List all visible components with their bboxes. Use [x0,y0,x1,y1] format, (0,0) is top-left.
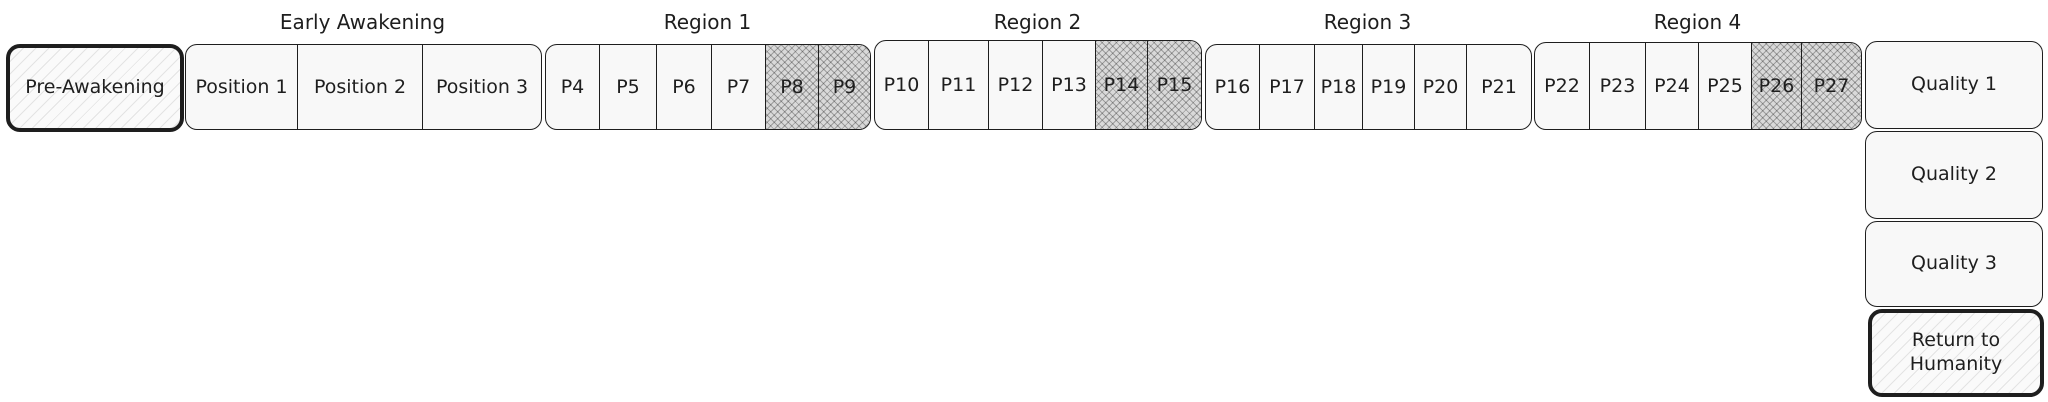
region2-label: Region 2 [993,10,1082,34]
p22-cell: P22 [1544,75,1580,97]
region4-label: Region 4 [1653,10,1742,34]
p10-cell: P10 [883,74,920,96]
p25-cell: P25 [1698,43,1751,129]
region3-row: P16 P17 P18 P19 P20 P21 [1205,44,1532,130]
quality-1-box: Quality 1 [1865,41,2043,129]
quality-3-label: Quality 3 [1910,252,1998,275]
early-awakening-label: Early Awakening [279,10,446,34]
p27-cell: P27 [1801,43,1861,129]
position-3-cell: Position 3 [422,45,541,129]
p18-cell: P18 [1314,45,1362,129]
p5-cell: P5 [599,45,656,129]
p11-cell: P11 [928,41,988,129]
p9-cell: P9 [818,45,870,129]
p14-cell: P14 [1095,41,1147,129]
p20-cell: P20 [1414,45,1466,129]
p12-cell: P12 [988,41,1042,129]
return-to-humanity-box: Return to Humanity [1868,309,2044,397]
p15-cell: P15 [1147,41,1201,129]
quality-1-label: Quality 1 [1910,73,1998,96]
p8-cell: P8 [765,45,818,129]
region3-label: Region 3 [1323,10,1412,34]
p21-cell: P21 [1466,45,1531,129]
p16-cell: P16 [1214,76,1251,98]
early-awakening-row: Position 1 Position 2 Position 3 [185,44,542,130]
return-to-humanity-label: Return to Humanity [1909,329,2003,375]
p26-cell: P26 [1751,43,1801,129]
region1-label: Region 1 [663,10,752,34]
p4-cell: P4 [560,76,585,98]
quality-2-box: Quality 2 [1865,131,2043,219]
p19-cell: P19 [1362,45,1414,129]
position-1-cell: Position 1 [195,76,288,98]
p24-cell: P24 [1645,43,1698,129]
p13-cell: P13 [1042,41,1095,129]
region2-row: P10 P11 P12 P13 P14 P15 [874,40,1202,130]
pre-awakening-label: Pre-Awakening [25,76,165,99]
quality-3-box: Quality 3 [1865,221,2043,307]
position-2-cell: Position 2 [297,45,422,129]
region4-row: P22 P23 P24 P25 P26 P27 [1534,42,1862,130]
p23-cell: P23 [1589,43,1645,129]
quality-2-label: Quality 2 [1910,163,1998,186]
region1-row: P4 P5 P6 P7 P8 P9 [545,44,871,130]
p17-cell: P17 [1259,45,1314,129]
pre-awakening-box: Pre-Awakening [6,44,184,132]
p7-cell: P7 [711,45,765,129]
p6-cell: P6 [656,45,711,129]
